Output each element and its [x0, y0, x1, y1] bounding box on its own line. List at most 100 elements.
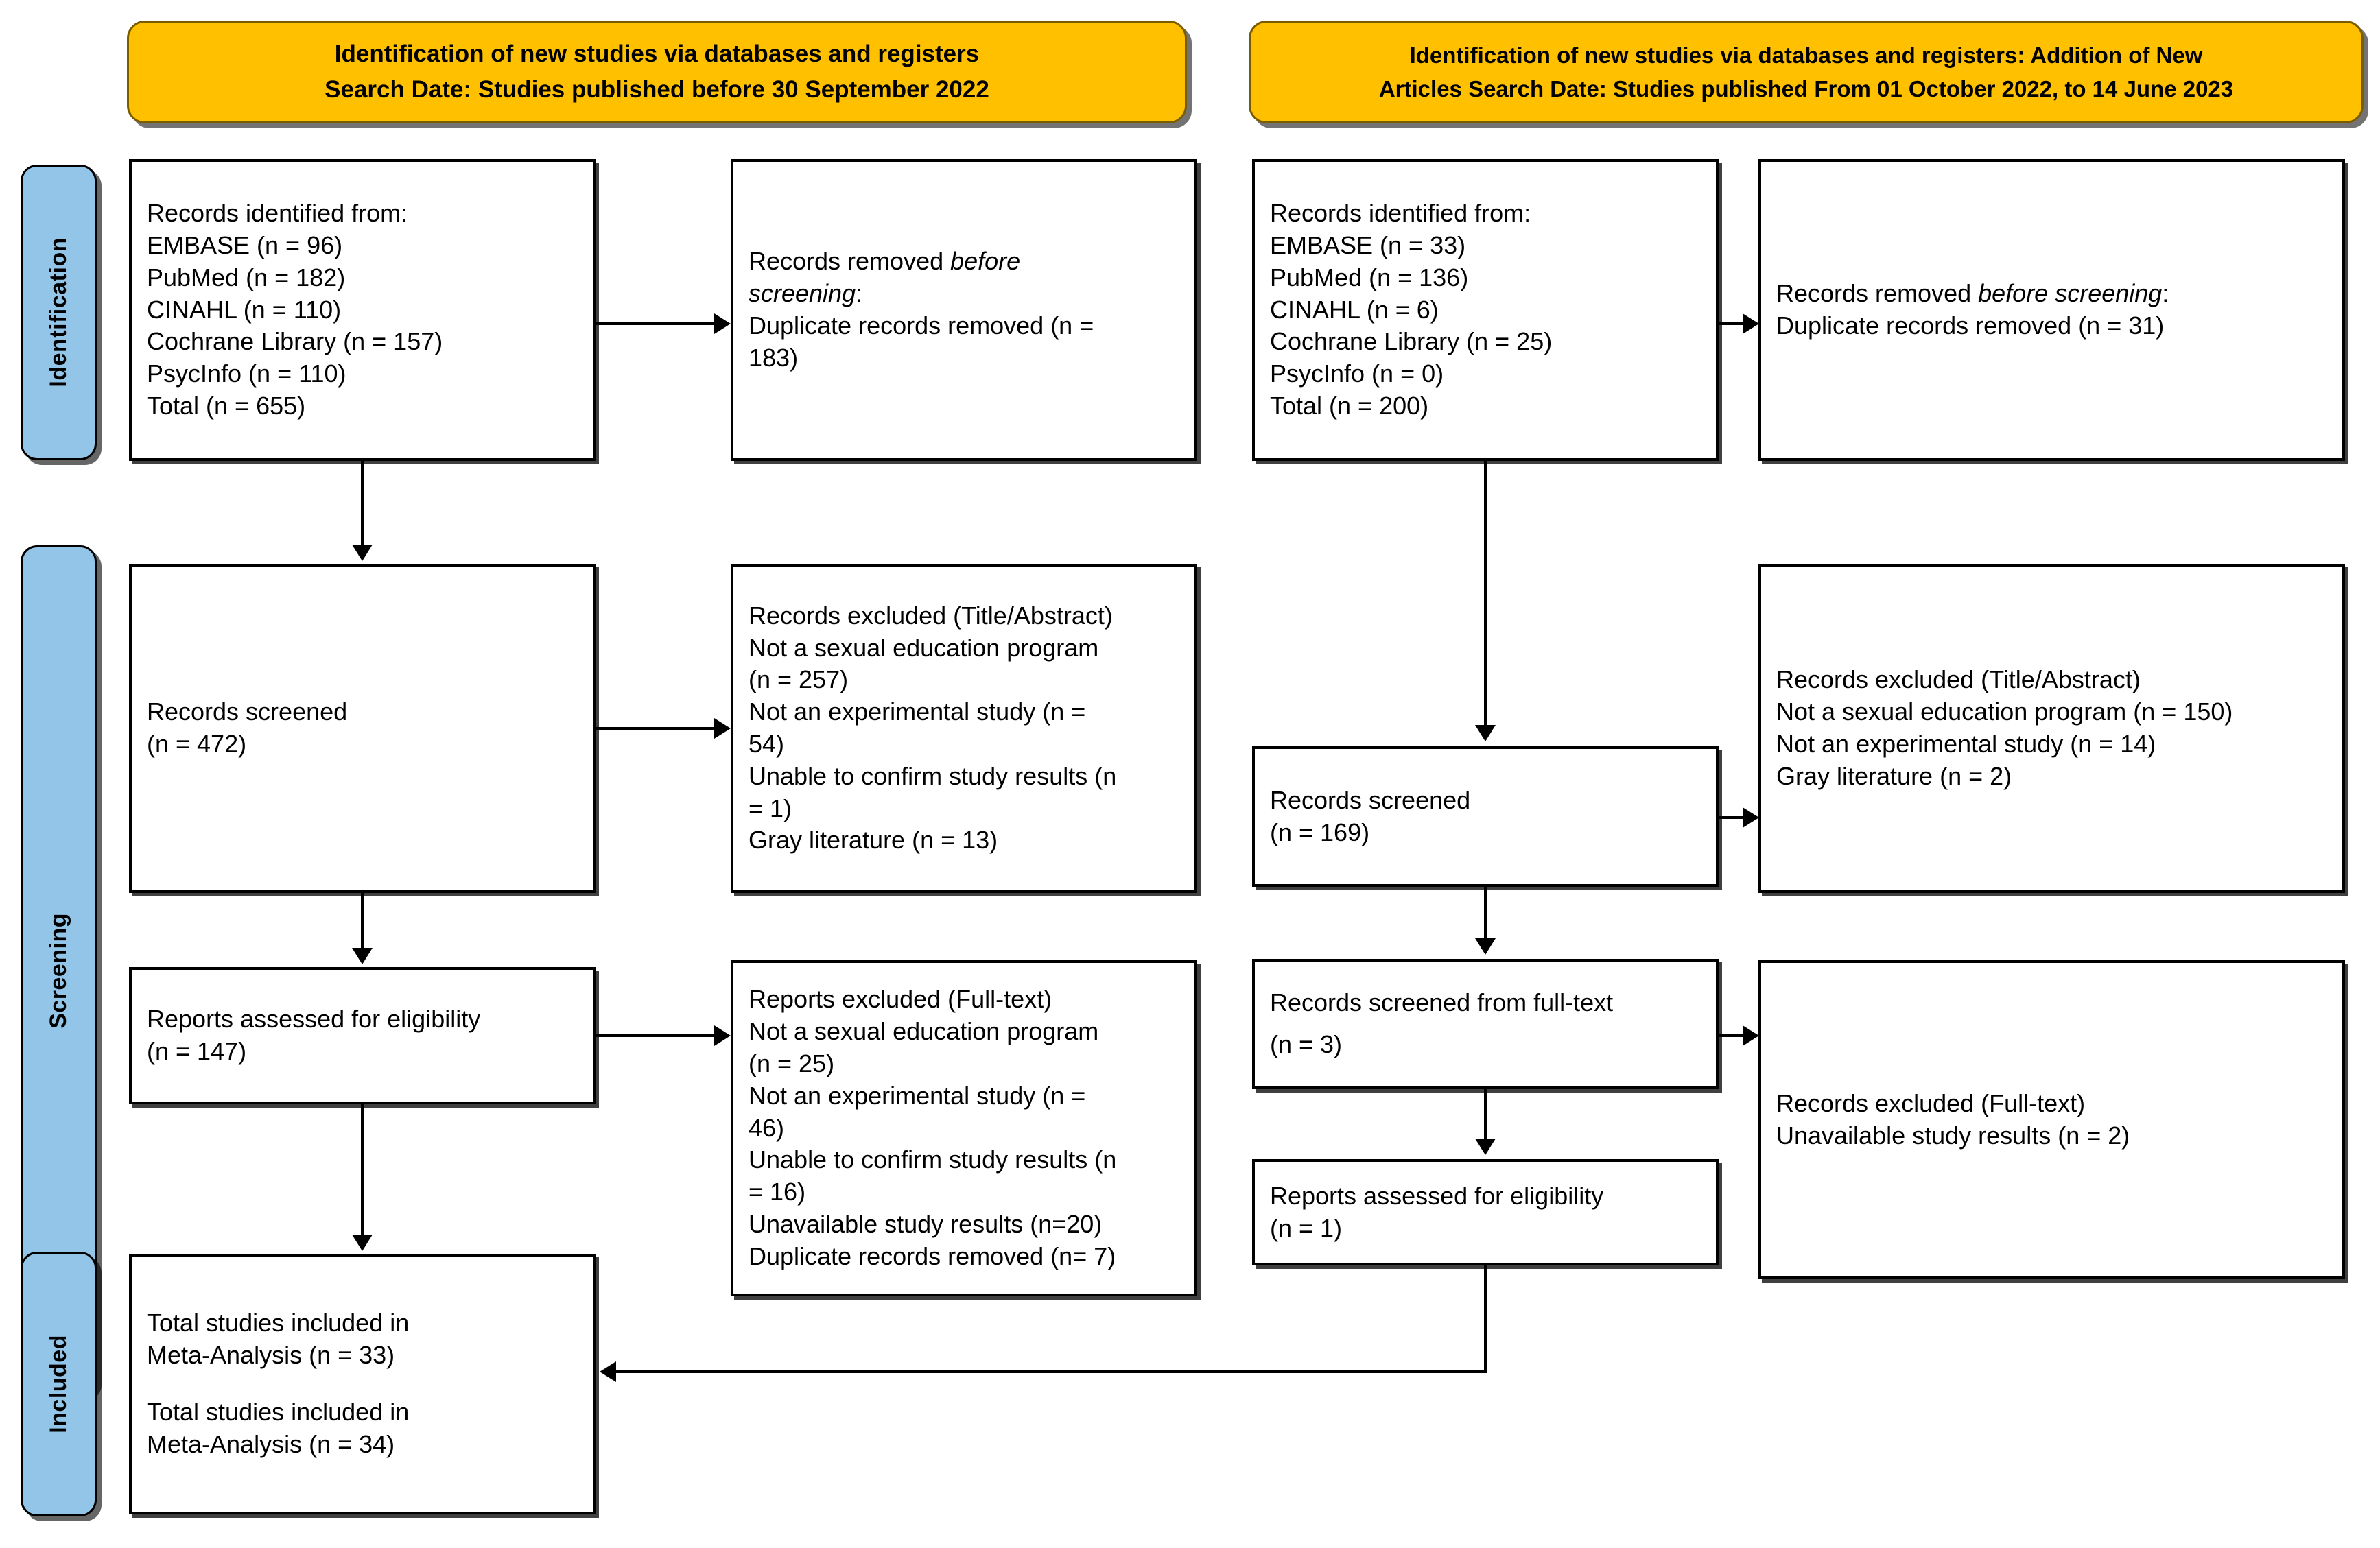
- right-identified-line-5: PsycInfo (n = 0): [1270, 359, 1444, 388]
- arrowhead-left-assessed-to-excluded-ft: [714, 1025, 731, 1046]
- left-excl-ft-line-7: Unavailable study results (n=20): [749, 1209, 1103, 1238]
- box-left-total-studies-included: Total studies included in Meta-Analysis …: [129, 1254, 596, 1514]
- connector-left-assessed-to-excluded-ft: [596, 1034, 714, 1037]
- right-screened-ft-line-0: Records screened from full-text: [1270, 988, 1614, 1017]
- box-left-records-screened: Records screened (n = 472): [129, 564, 596, 893]
- right-screened-line-0: Records screened: [1270, 785, 1471, 814]
- left-excl-ta-line-6: = 1): [749, 794, 792, 822]
- box-right-records-screened-full-text: Records screened from full-text (n = 3): [1252, 959, 1719, 1089]
- header-banner-left: Identification of new studies via databa…: [127, 21, 1187, 123]
- left-excl-ta-line-1: Not a sexual education program: [749, 633, 1099, 662]
- left-screened-line-0: Records screened: [147, 698, 348, 726]
- right-screened-ft-line-1: (n = 3): [1270, 1030, 1343, 1058]
- connector-left-screened-to-excluded-ta: [596, 727, 714, 730]
- arrowhead-left-assessed-to-included: [352, 1235, 373, 1251]
- header-banner-right: Identification of new studies via databa…: [1249, 21, 2364, 123]
- right-excl-ta-line-1: Not a sexual education program (n = 150): [1776, 698, 2233, 726]
- arrowhead-right-screened-ft-to-assessed: [1475, 1139, 1496, 1155]
- left-removed-line-0: Records removed before: [749, 247, 1021, 276]
- left-assessed-line-1: (n = 147): [147, 1037, 247, 1065]
- right-identified-line-2: PubMed (n = 136): [1270, 263, 1469, 291]
- stage-identification-text: Identification: [45, 237, 71, 388]
- arrowhead-right-screened-ft-to-excluded-ft: [1743, 1025, 1759, 1046]
- left-excl-ta-line-7: Gray literature (n = 13): [749, 826, 998, 855]
- box-right-records-screened: Records screened (n = 169): [1252, 746, 1719, 887]
- connector-right-assessed-to-included: [616, 1370, 1487, 1373]
- right-excl-ta-line-3: Gray literature (n = 2): [1776, 761, 2012, 790]
- box-left-records-identified: Records identified from: EMBASE (n = 96)…: [129, 159, 596, 461]
- left-removed-line-1: screening:: [749, 279, 863, 308]
- right-assessed-line-0: Reports assessed for eligibility: [1270, 1181, 1604, 1210]
- connector-right-assessed-down: [1484, 1265, 1487, 1372]
- box-left-records-removed-before-screening: Records removed before screening: Duplic…: [731, 159, 1197, 461]
- left-excl-ft-line-1: Not a sexual education program: [749, 1017, 1099, 1046]
- left-excl-ft-line-2: (n = 25): [749, 1049, 835, 1077]
- box-left-records-excluded-title-abstract: Records excluded (Title/Abstract) Not a …: [731, 564, 1197, 893]
- right-identified-line-6: Total (n = 200): [1270, 391, 1429, 420]
- arrowhead-left-identified-to-screened: [352, 545, 373, 561]
- left-identified-line-0: Records identified from:: [147, 199, 408, 228]
- right-screened-line-1: (n = 169): [1270, 818, 1370, 846]
- left-excl-ft-line-6: = 16): [749, 1178, 806, 1206]
- left-identified-line-6: Total (n = 655): [147, 391, 306, 420]
- stage-included-text: Included: [45, 1335, 71, 1433]
- connector-right-identified-to-screened: [1484, 461, 1487, 725]
- right-excl-ft-line-0: Records excluded (Full-text): [1776, 1088, 2086, 1117]
- box-left-reports-assessed-eligibility: Reports assessed for eligibility (n = 14…: [129, 967, 596, 1104]
- left-identified-line-5: PsycInfo (n = 110): [147, 359, 346, 388]
- box-right-records-excluded-title-abstract: Records excluded (Title/Abstract) Not a …: [1758, 564, 2345, 893]
- left-included-line-0: Total studies included in: [147, 1309, 410, 1337]
- header-left-line1: Identification of new studies via databa…: [334, 40, 980, 67]
- left-removed-line-3: 183): [749, 343, 799, 372]
- box-right-reports-assessed-eligibility: Reports assessed for eligibility (n = 1): [1252, 1159, 1719, 1265]
- left-identified-line-1: EMBASE (n = 96): [147, 231, 343, 259]
- left-screened-line-1: (n = 472): [147, 730, 247, 758]
- left-identified-line-3: CINAHL (n = 110): [147, 295, 342, 324]
- right-removed-line-1: Duplicate records removed (n = 31): [1776, 311, 2165, 340]
- left-included-spacer: [147, 1372, 578, 1396]
- left-assessed-line-0: Reports assessed for eligibility: [147, 1005, 481, 1034]
- left-removed-line-2: Duplicate records removed (n =: [749, 311, 1094, 340]
- right-assessed-line-1: (n = 1): [1270, 1213, 1343, 1242]
- right-identified-line-1: EMBASE (n = 33): [1270, 231, 1466, 259]
- arrowhead-right-screened-to-screened-ft: [1475, 938, 1496, 955]
- stage-screening-text: Screening: [45, 913, 71, 1029]
- right-excl-ta-line-2: Not an experimental study (n = 14): [1776, 730, 2156, 758]
- box-right-records-identified: Records identified from: EMBASE (n = 33)…: [1252, 159, 1719, 461]
- left-excl-ft-line-3: Not an experimental study (n =: [749, 1081, 1086, 1110]
- connector-right-screened-to-screened-ft: [1484, 887, 1487, 938]
- left-included-line-3: Meta-Analysis (n = 34): [147, 1429, 395, 1458]
- stage-label-included: Included: [21, 1252, 97, 1516]
- connector-left-identified-to-removed: [596, 322, 714, 325]
- box-right-records-excluded-full-text: Records excluded (Full-text) Unavailable…: [1758, 960, 2345, 1279]
- left-excl-ft-line-4: 46): [749, 1113, 785, 1142]
- header-right-line2: Articles Search Date: Studies published …: [1378, 76, 2234, 102]
- right-identified-line-3: CINAHL (n = 6): [1270, 295, 1439, 324]
- left-excl-ta-line-0: Records excluded (Title/Abstract): [749, 601, 1113, 630]
- box-left-reports-excluded-full-text: Reports excluded (Full-text) Not a sexua…: [731, 960, 1197, 1296]
- arrowhead-right-identified-to-screened: [1475, 725, 1496, 741]
- left-excl-ta-line-2: (n = 257): [749, 665, 849, 694]
- box-right-records-removed-before-screening: Records removed before screening: Duplic…: [1758, 159, 2345, 461]
- arrowhead-left-screened-to-assessed: [352, 948, 373, 964]
- right-identified-line-0: Records identified from:: [1270, 199, 1531, 228]
- left-identified-line-4: Cochrane Library (n = 157): [147, 327, 443, 356]
- left-identified-line-2: PubMed (n = 182): [147, 263, 346, 291]
- header-left-line2: Search Date: Studies published before 30…: [325, 76, 989, 103]
- left-included-line-2: Total studies included in: [147, 1398, 410, 1426]
- connector-right-identified-to-removed: [1719, 322, 1743, 325]
- left-excl-ft-line-8: Duplicate records removed (n= 7): [749, 1241, 1116, 1270]
- right-screened-ft-spacer: [1270, 1019, 1701, 1029]
- connector-left-screened-to-assessed: [361, 893, 364, 948]
- arrowhead-right-assessed-to-included: [600, 1361, 616, 1382]
- connector-right-screened-ft-to-excluded-ft: [1719, 1034, 1743, 1037]
- arrowhead-right-screened-to-excluded-ta: [1743, 807, 1759, 828]
- right-identified-line-4: Cochrane Library (n = 25): [1270, 327, 1553, 356]
- left-excl-ta-line-4: 54): [749, 730, 785, 758]
- left-excl-ft-line-5: Unable to confirm study results (n: [749, 1145, 1117, 1174]
- right-removed-line-0: Records removed before screening:: [1776, 279, 2169, 308]
- left-included-line-1: Meta-Analysis (n = 33): [147, 1341, 395, 1370]
- left-excl-ft-line-0: Reports excluded (Full-text): [749, 985, 1052, 1014]
- arrowhead-left-screened-to-excluded-ta: [714, 718, 731, 739]
